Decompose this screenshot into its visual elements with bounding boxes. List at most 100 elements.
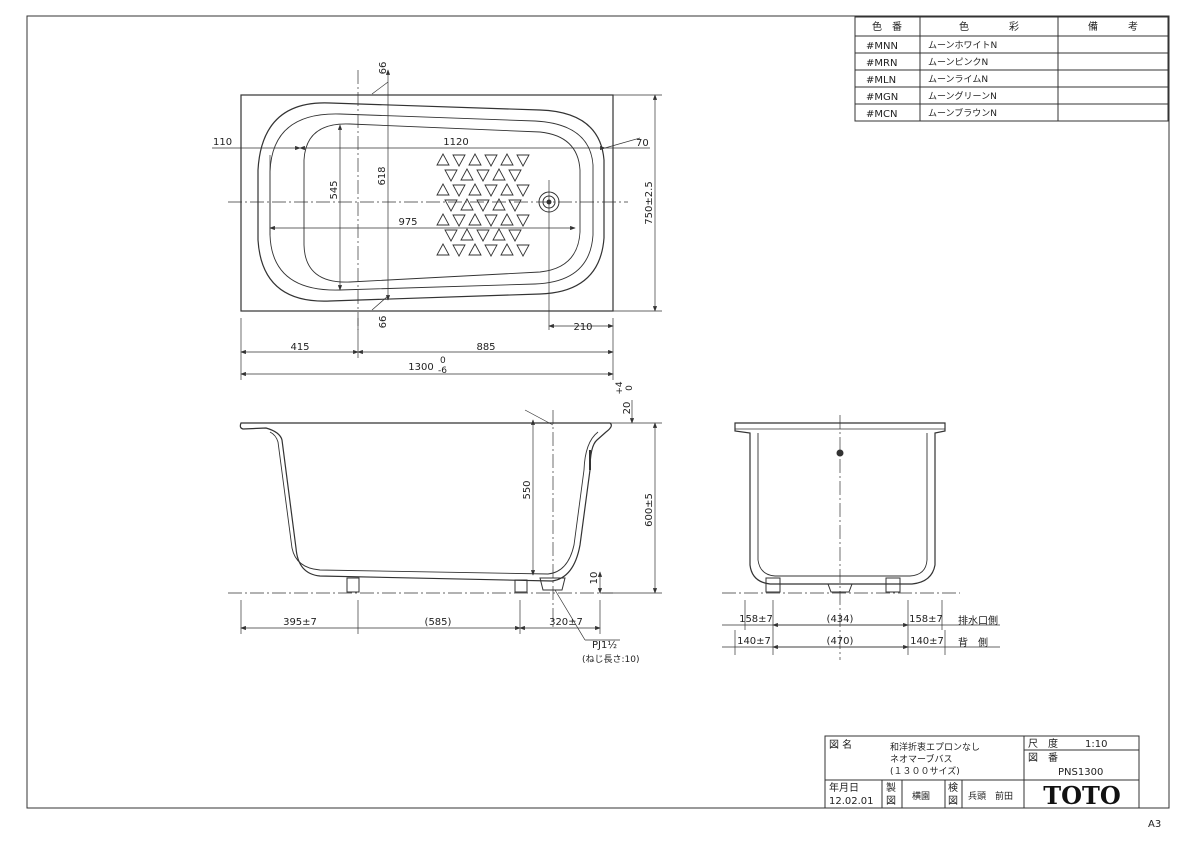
tub-profile-inner [269,431,599,575]
end-foot-right [885,577,901,593]
back-side-label: 背 側 [958,636,988,649]
dim-545: 545 [329,180,340,199]
dim-1300: 1300 [408,362,433,373]
anti-slip-triangle [500,213,514,226]
anti-slip-triangle [484,244,498,257]
drawing-name-line-3: (１３００サイズ) [890,765,960,777]
anti-slip-triangle [484,154,498,167]
dim-66-top: 66 [378,62,389,75]
anti-slip-triangle [516,184,530,197]
dim-110: 110 [213,137,232,148]
sheet-size: A3 [1148,819,1161,830]
drain-side-label: 排水口側 [958,614,998,627]
anti-slip-triangle [452,214,466,227]
anti-slip-triangle [452,244,466,257]
anti-slip-triangle [516,244,530,257]
side-view [228,410,613,630]
tub-profile-outer [239,422,612,582]
dim-585: (585) [425,617,452,628]
anti-slip-triangle [468,243,482,256]
anti-slip-triangle [516,214,530,227]
anti-slip-triangle [460,228,474,241]
check-label-1: 検 [948,781,958,794]
anti-slip-triangle [436,153,450,166]
anti-slip-triangle [508,229,522,242]
dim-20-tol-bottom: 0 [625,385,635,391]
made-label-2: 図 [886,795,896,807]
made-label-1: 製 [886,781,896,794]
end-dimensions [722,600,1000,655]
drawing-name-line-2: ネオマーブバス [890,753,952,765]
tub-end-inner [757,433,928,577]
side-foot-left [346,577,360,593]
tub-bowl-bottom [303,123,581,283]
drawing-name-line-1: 和洋折衷エプロンなし [890,741,980,753]
dim-434: (434) [827,614,854,625]
dim-975: 975 [398,217,417,228]
tub-end-outline [734,422,946,585]
anti-slip-triangle [492,168,506,181]
anti-slip-triangle [500,243,514,256]
end-view [722,415,960,660]
anti-slip-triangle [484,184,498,197]
drawing-name-label: 図 名 [829,738,852,751]
anti-slip-triangle [508,169,522,182]
dim-550: 550 [522,480,533,499]
anti-slip-triangle [492,228,506,241]
title-block-text: 図 名 和洋折衷エプロンなし ネオマーブバス (１３００サイズ) 尺 度 1:1… [829,737,1161,830]
anti-slip-triangle [436,213,450,226]
anti-slip-triangle [492,198,506,211]
pipe-thread-label: PJ1½ [592,639,617,651]
title-block [824,735,1140,809]
anti-slip-triangle [444,229,458,242]
anti-slip-triangle [500,153,514,166]
color-table-header-code: 色 番 [872,20,902,33]
checked-by-value: 兵頭 前田 [968,790,1013,802]
side-foot-right [514,579,528,593]
plan-dimension-labels: 66 66 110 1120 70 545 618 975 750±2.5 21… [213,62,655,376]
end-foot-left [765,577,781,593]
side-dimension-labels: 20 +4 0 550 600±5 10 395±7 (585) 320±7 P… [283,381,655,665]
dim-885: 885 [476,342,495,353]
anti-slip-pattern [436,153,530,257]
dim-750: 750±2.5 [644,181,655,224]
dim-10: 10 [589,572,600,585]
anti-slip-triangle [516,154,530,167]
dim-20: 20 [622,402,633,415]
date-value: 12.02.01 [829,796,874,807]
drain-inner [542,195,556,209]
tub-outline-plan [240,94,614,312]
anti-slip-triangle [436,183,450,196]
anti-slip-triangle [452,184,466,197]
check-label-2: 図 [948,795,958,807]
anti-slip-triangle [444,199,458,212]
anti-slip-triangle [444,169,458,182]
anti-slip-triangle [460,198,474,211]
dim-140-left: 140±7 [737,636,771,647]
made-by-value: 横園 [912,790,930,802]
dim-158-left: 158±7 [739,614,773,625]
dim-66-bottom: 66 [378,316,389,329]
color-table-header-color: 色 彩 [959,20,1019,33]
color-table: 色 番 色 彩 備 考 #MNN ムーンホワイトN #MRN ムーンピンクN #… [854,16,1169,122]
drain-outer [538,191,560,213]
anti-slip-triangle [476,229,490,242]
anti-slip-triangle [460,168,474,181]
anti-slip-triangle [468,153,482,166]
color-code-1: #MNN [866,41,898,52]
anti-slip-triangle [452,154,466,167]
drawing-border [26,15,1170,809]
anti-slip-triangle [436,243,450,256]
color-name-1: ムーンホワイトN [928,40,997,51]
anti-slip-triangle [500,183,514,196]
color-code-3: #MLN [866,75,896,86]
dim-600: 600±5 [644,493,655,527]
anti-slip-triangle [484,214,498,227]
color-name-4: ムーングリーンN [928,90,997,102]
color-table-header-note: 備 考 [1088,20,1138,33]
side-drain [539,577,566,591]
dim-1300-tol-bottom: -6 [438,366,447,376]
dim-415: 415 [290,342,309,353]
dim-158-right: 158±7 [909,614,943,625]
